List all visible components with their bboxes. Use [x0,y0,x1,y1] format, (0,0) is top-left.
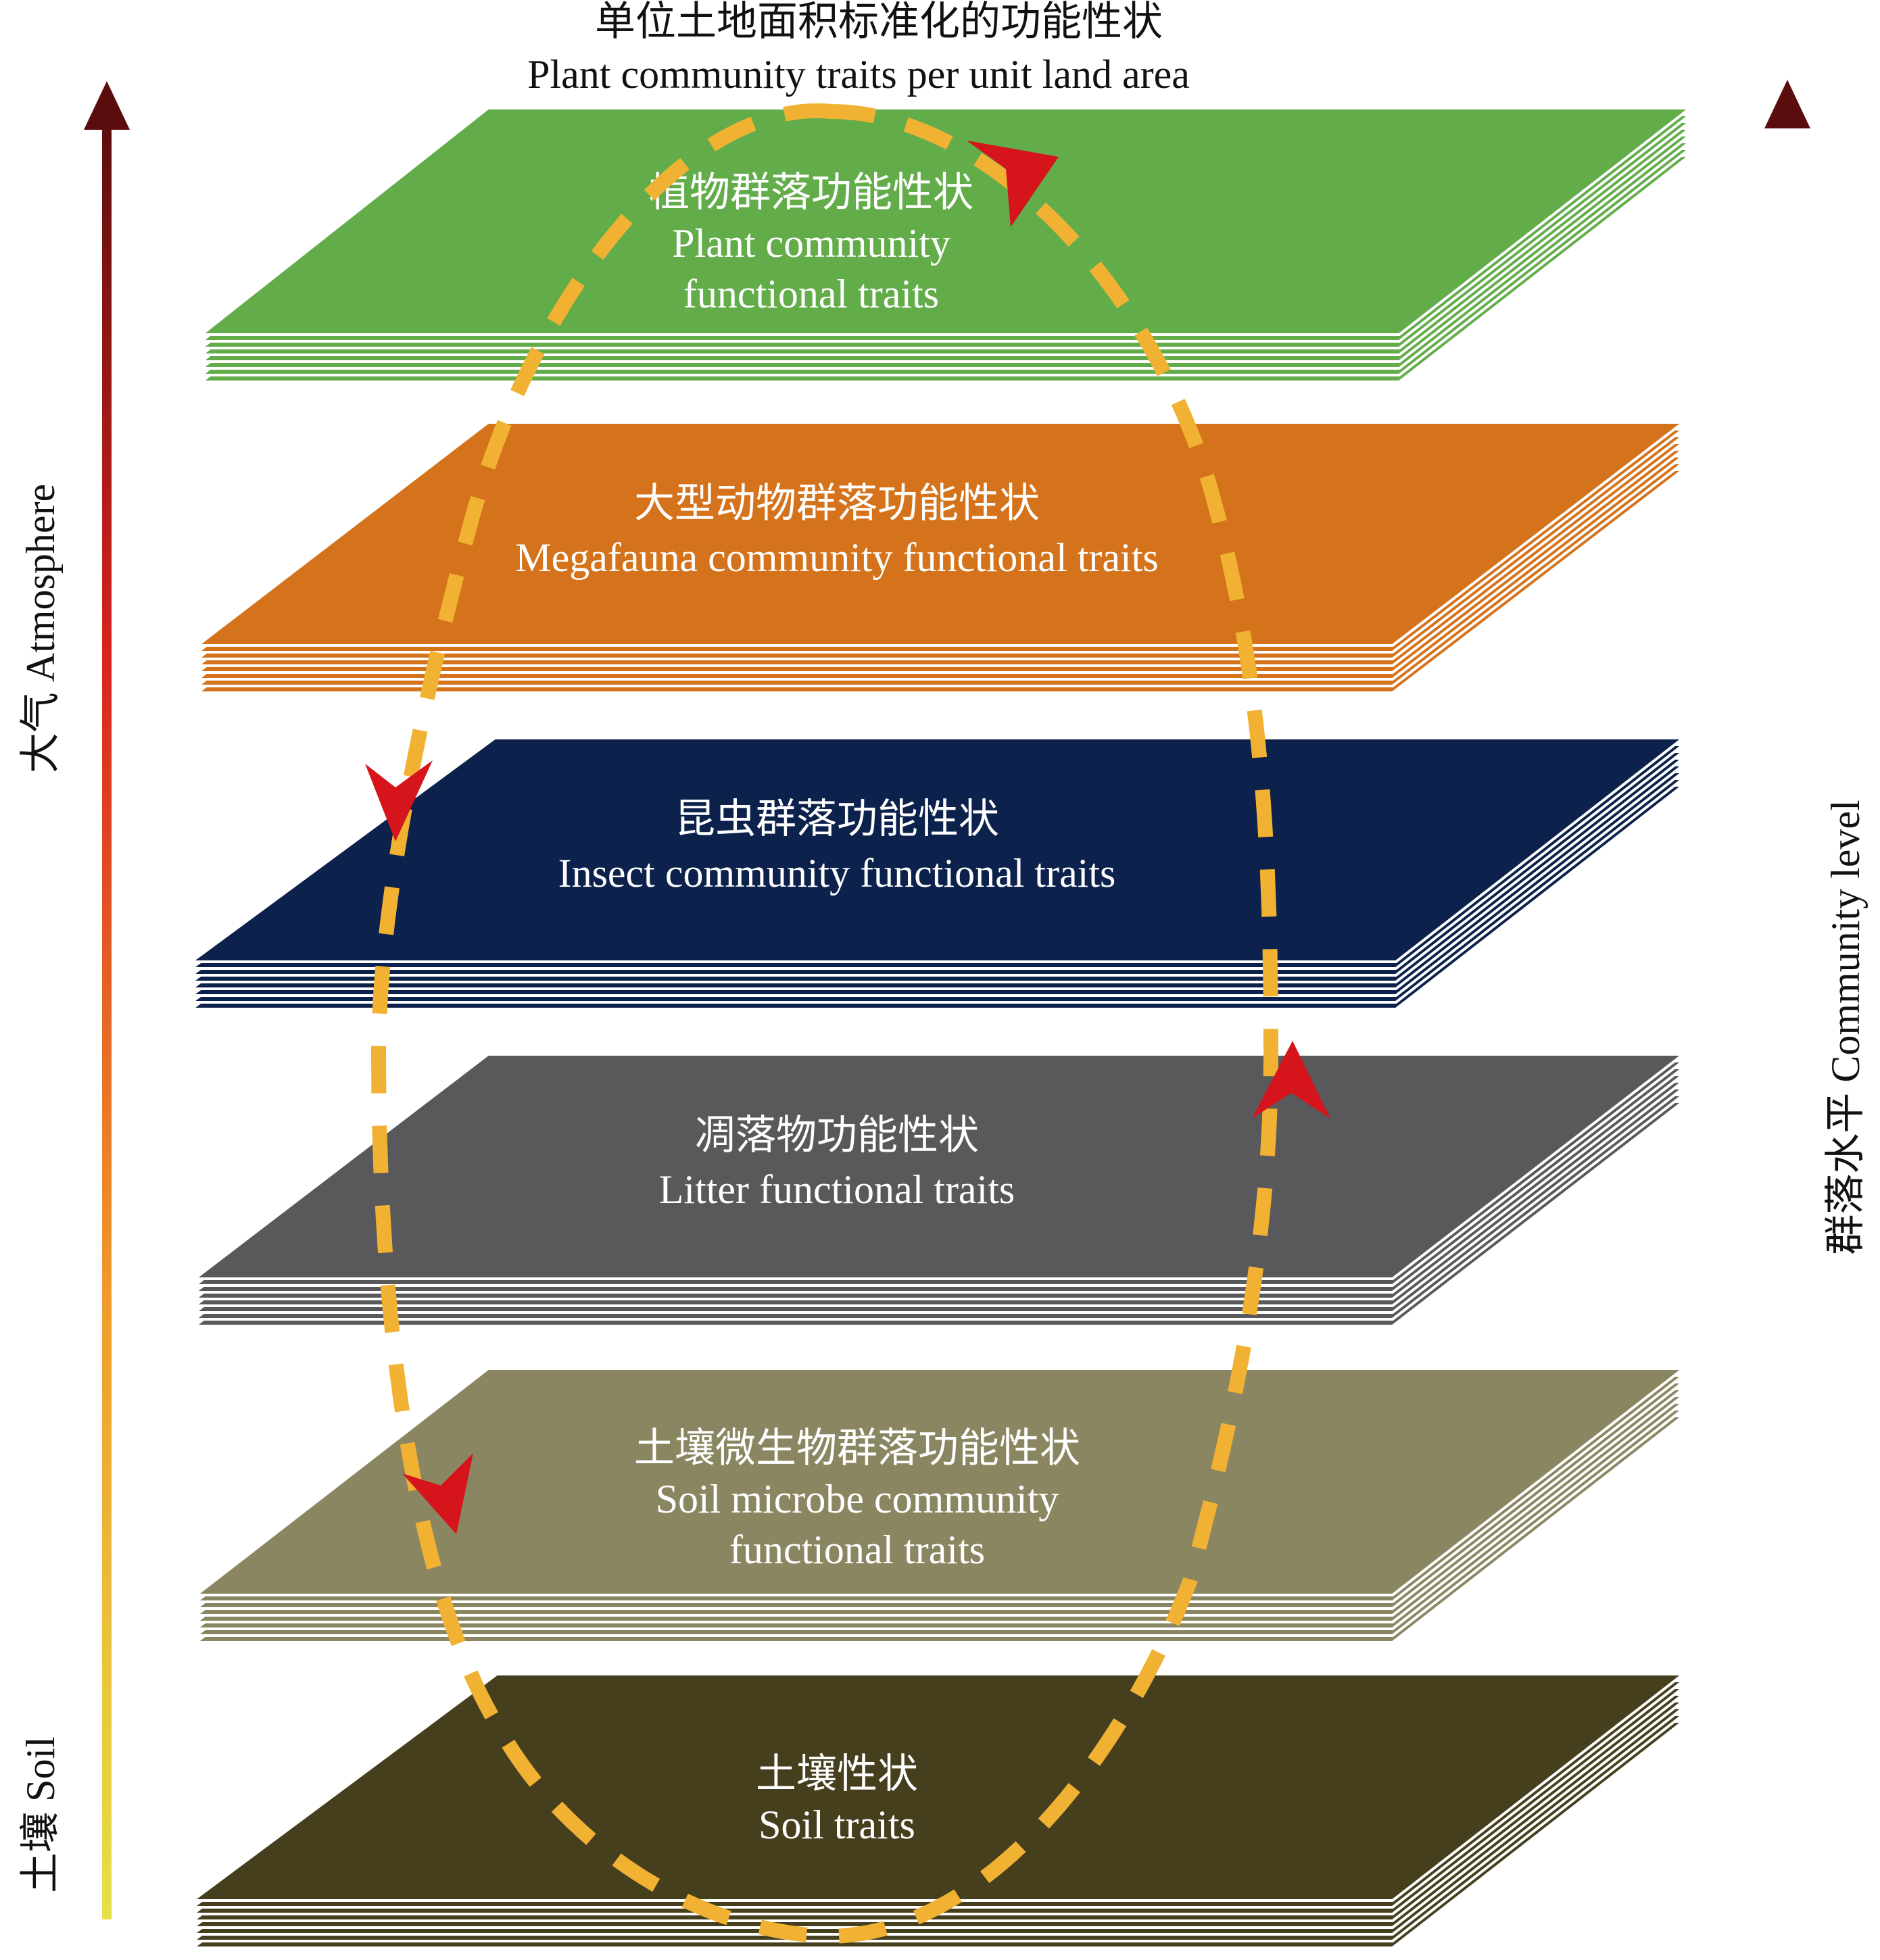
layer-label-zh: 凋落物功能性状 [695,1113,979,1158]
cycle-loop [365,103,1330,1944]
layer-top-face [192,1367,1687,1596]
layer-label-en: functional traits [683,272,939,316]
layer-label-zh: 昆虫群落功能性状 [675,797,999,841]
left-axis-arrowhead [84,81,130,130]
left-axis: 大气 Atmosphere 土壤 Soil [18,81,130,1919]
layer-insect: 昆虫群落功能性状 Insect community functional trai… [187,737,1687,1010]
layer-label-zh: 植物群落功能性状 [649,170,973,215]
left-axis-bar [102,122,112,1919]
cycle-arrow-left-upper [365,760,433,841]
right-axis-label: 群落水平 Community level [1823,800,1868,1254]
layer-label-zh: 土壤微生物群落功能性状 [634,1426,1080,1471]
layer-label-en: Megafauna community functional traits [515,535,1158,580]
right-axis-arrowhead [1764,80,1810,128]
layer-top-face [193,421,1687,647]
layer-label-en: Soil traits [758,1803,915,1847]
layer-label-zh: 大型动物群落功能性状 [634,481,1040,526]
title-en: Plant community traits per unit land are… [527,52,1190,97]
layer-label-en: Litter functional traits [659,1167,1015,1212]
layer-megafauna: 大型动物群落功能性状 Megafauna community functional… [193,421,1687,694]
layer-label-en: Soil microbe community [656,1477,1059,1521]
layer-label-en: functional traits [729,1527,985,1572]
cycle-arrow-right [1252,1041,1330,1119]
layer-top-face [197,107,1694,336]
layer-label-en: Insect community functional traits [558,851,1116,896]
layer-stack: 植物群落功能性状 Plant community functional traits… [187,107,1694,1949]
right-axis: 群落水平 Community level [1764,80,1868,1926]
cycle-arrow-left-lower [402,1453,473,1534]
layer-top-face [188,1673,1687,1902]
layer-top-face [191,1053,1687,1280]
layer-litter: 凋落物功能性状 Litter functional traits [191,1053,1687,1327]
layer-label-en: Plant community [672,221,950,266]
title-zh: 单位土地面积标准化的功能性状 [595,0,1163,44]
layer-top-face [187,737,1687,963]
layer-label-zh: 土壤性状 [756,1752,918,1796]
cycle-dashed-loop [370,103,1279,1944]
left-axis-top-label: 大气 Atmosphere [18,484,63,773]
left-axis-bottom-label: 土壤 Soil [18,1736,63,1893]
layer-soil-microbe: 土壤微生物群落功能性状 Soil microbe community functio… [192,1367,1687,1644]
cycle-arrow-top-right [967,141,1059,227]
layer-soil: 土壤性状 Soil traits [188,1673,1687,1949]
